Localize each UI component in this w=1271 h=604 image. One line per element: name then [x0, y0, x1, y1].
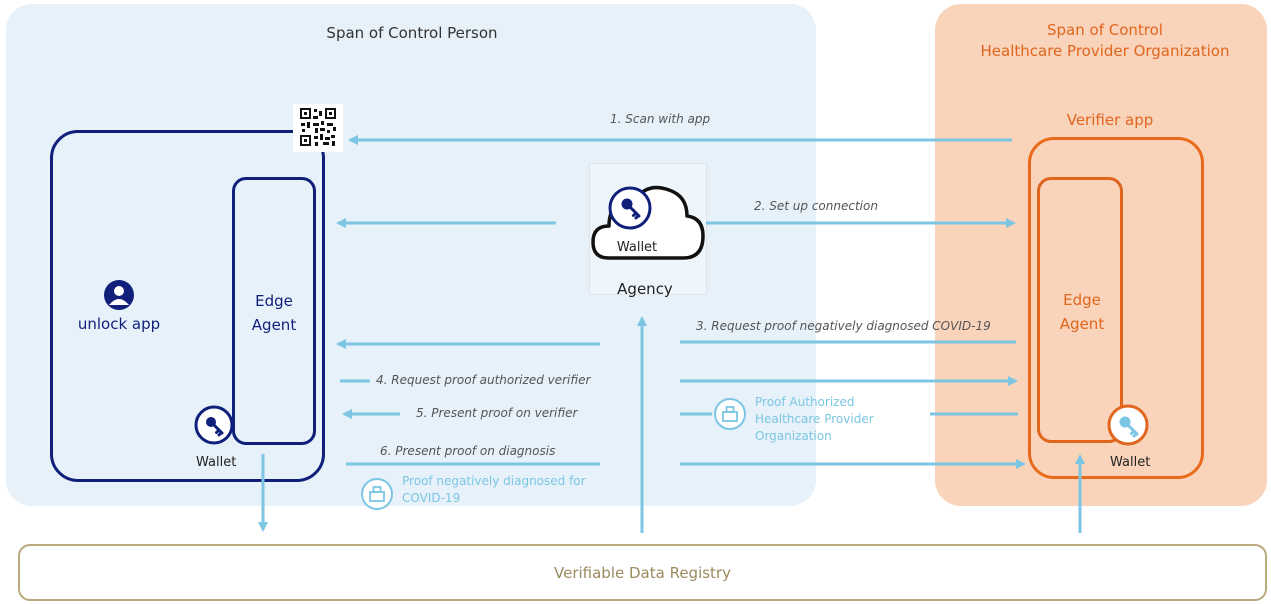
zone-person-title: Span of Control Person — [326, 24, 498, 42]
zone-healthcare-provider — [935, 4, 1267, 506]
proof-authorized-icon — [713, 397, 747, 435]
step-2-label: 2. Set up connection — [754, 199, 878, 213]
registry-label: Verifiable Data Registry — [554, 563, 731, 582]
qr-code-icon[interactable] — [293, 104, 343, 152]
proof-covid-line2: COVID-19 — [402, 491, 461, 505]
zone-hpo-title-line2: Healthcare Provider Organization — [980, 42, 1230, 60]
person-edge-agent-line1: Edge — [255, 292, 293, 310]
agency-wallet-key-icon — [607, 185, 653, 235]
verifiable-data-registry: Verifiable Data Registry — [18, 544, 1267, 601]
proof-covid-label: Proof negatively diagnosed for COVID-19 — [402, 473, 586, 507]
verifier-app-title: Verifier app — [1066, 111, 1154, 129]
person-edge-agent-line2: Agent — [251, 316, 297, 334]
verifier-app-device — [1028, 137, 1204, 479]
unlock-app-label: unlock app — [77, 315, 161, 333]
verifier-edge-agent-label: Edge Agent — [1040, 288, 1124, 336]
zone-hpo-title-line1: Span of Control — [1047, 21, 1163, 39]
person-wallet-label: Wallet — [196, 455, 237, 470]
step-4-label: 4. Request proof authorized verifier — [376, 373, 591, 387]
step-5-label: 5. Present proof on verifier — [416, 406, 578, 420]
person-edge-agent-label: Edge Agent — [232, 289, 316, 337]
agency-label: Agency — [617, 280, 673, 298]
step-1-label: 1. Scan with app — [610, 112, 711, 126]
person-wallet-key-icon — [193, 404, 235, 450]
person-edge-agent-box — [232, 177, 316, 445]
step-6-label: 6. Present proof on diagnosis — [380, 444, 556, 458]
verifier-wallet-label: Wallet — [1110, 455, 1151, 470]
proof-covid-line1: Proof negatively diagnosed for — [402, 474, 586, 488]
proof-authorized-line3: Organization — [755, 429, 832, 443]
agency-wallet-label: Wallet — [616, 240, 658, 255]
verifier-edge-agent-line2: Agent — [1059, 315, 1105, 333]
verifier-wallet-key-icon — [1106, 403, 1150, 451]
verifier-edge-agent-line1: Edge — [1063, 291, 1101, 309]
zone-hpo-title: Span of Control Healthcare Provider Orga… — [955, 20, 1255, 62]
proof-covid-icon — [360, 477, 394, 515]
proof-authorized-line2: Healthcare Provider — [755, 412, 874, 426]
unlock-app-device — [50, 130, 325, 482]
proof-authorized-line1: Proof Authorized — [755, 395, 855, 409]
step-3-label: 3. Request proof negatively diagnosed CO… — [696, 319, 991, 333]
proof-authorized-label: Proof Authorized Healthcare Provider Org… — [755, 394, 874, 445]
user-avatar-icon — [102, 278, 136, 316]
verifier-edge-agent-box — [1037, 177, 1123, 443]
